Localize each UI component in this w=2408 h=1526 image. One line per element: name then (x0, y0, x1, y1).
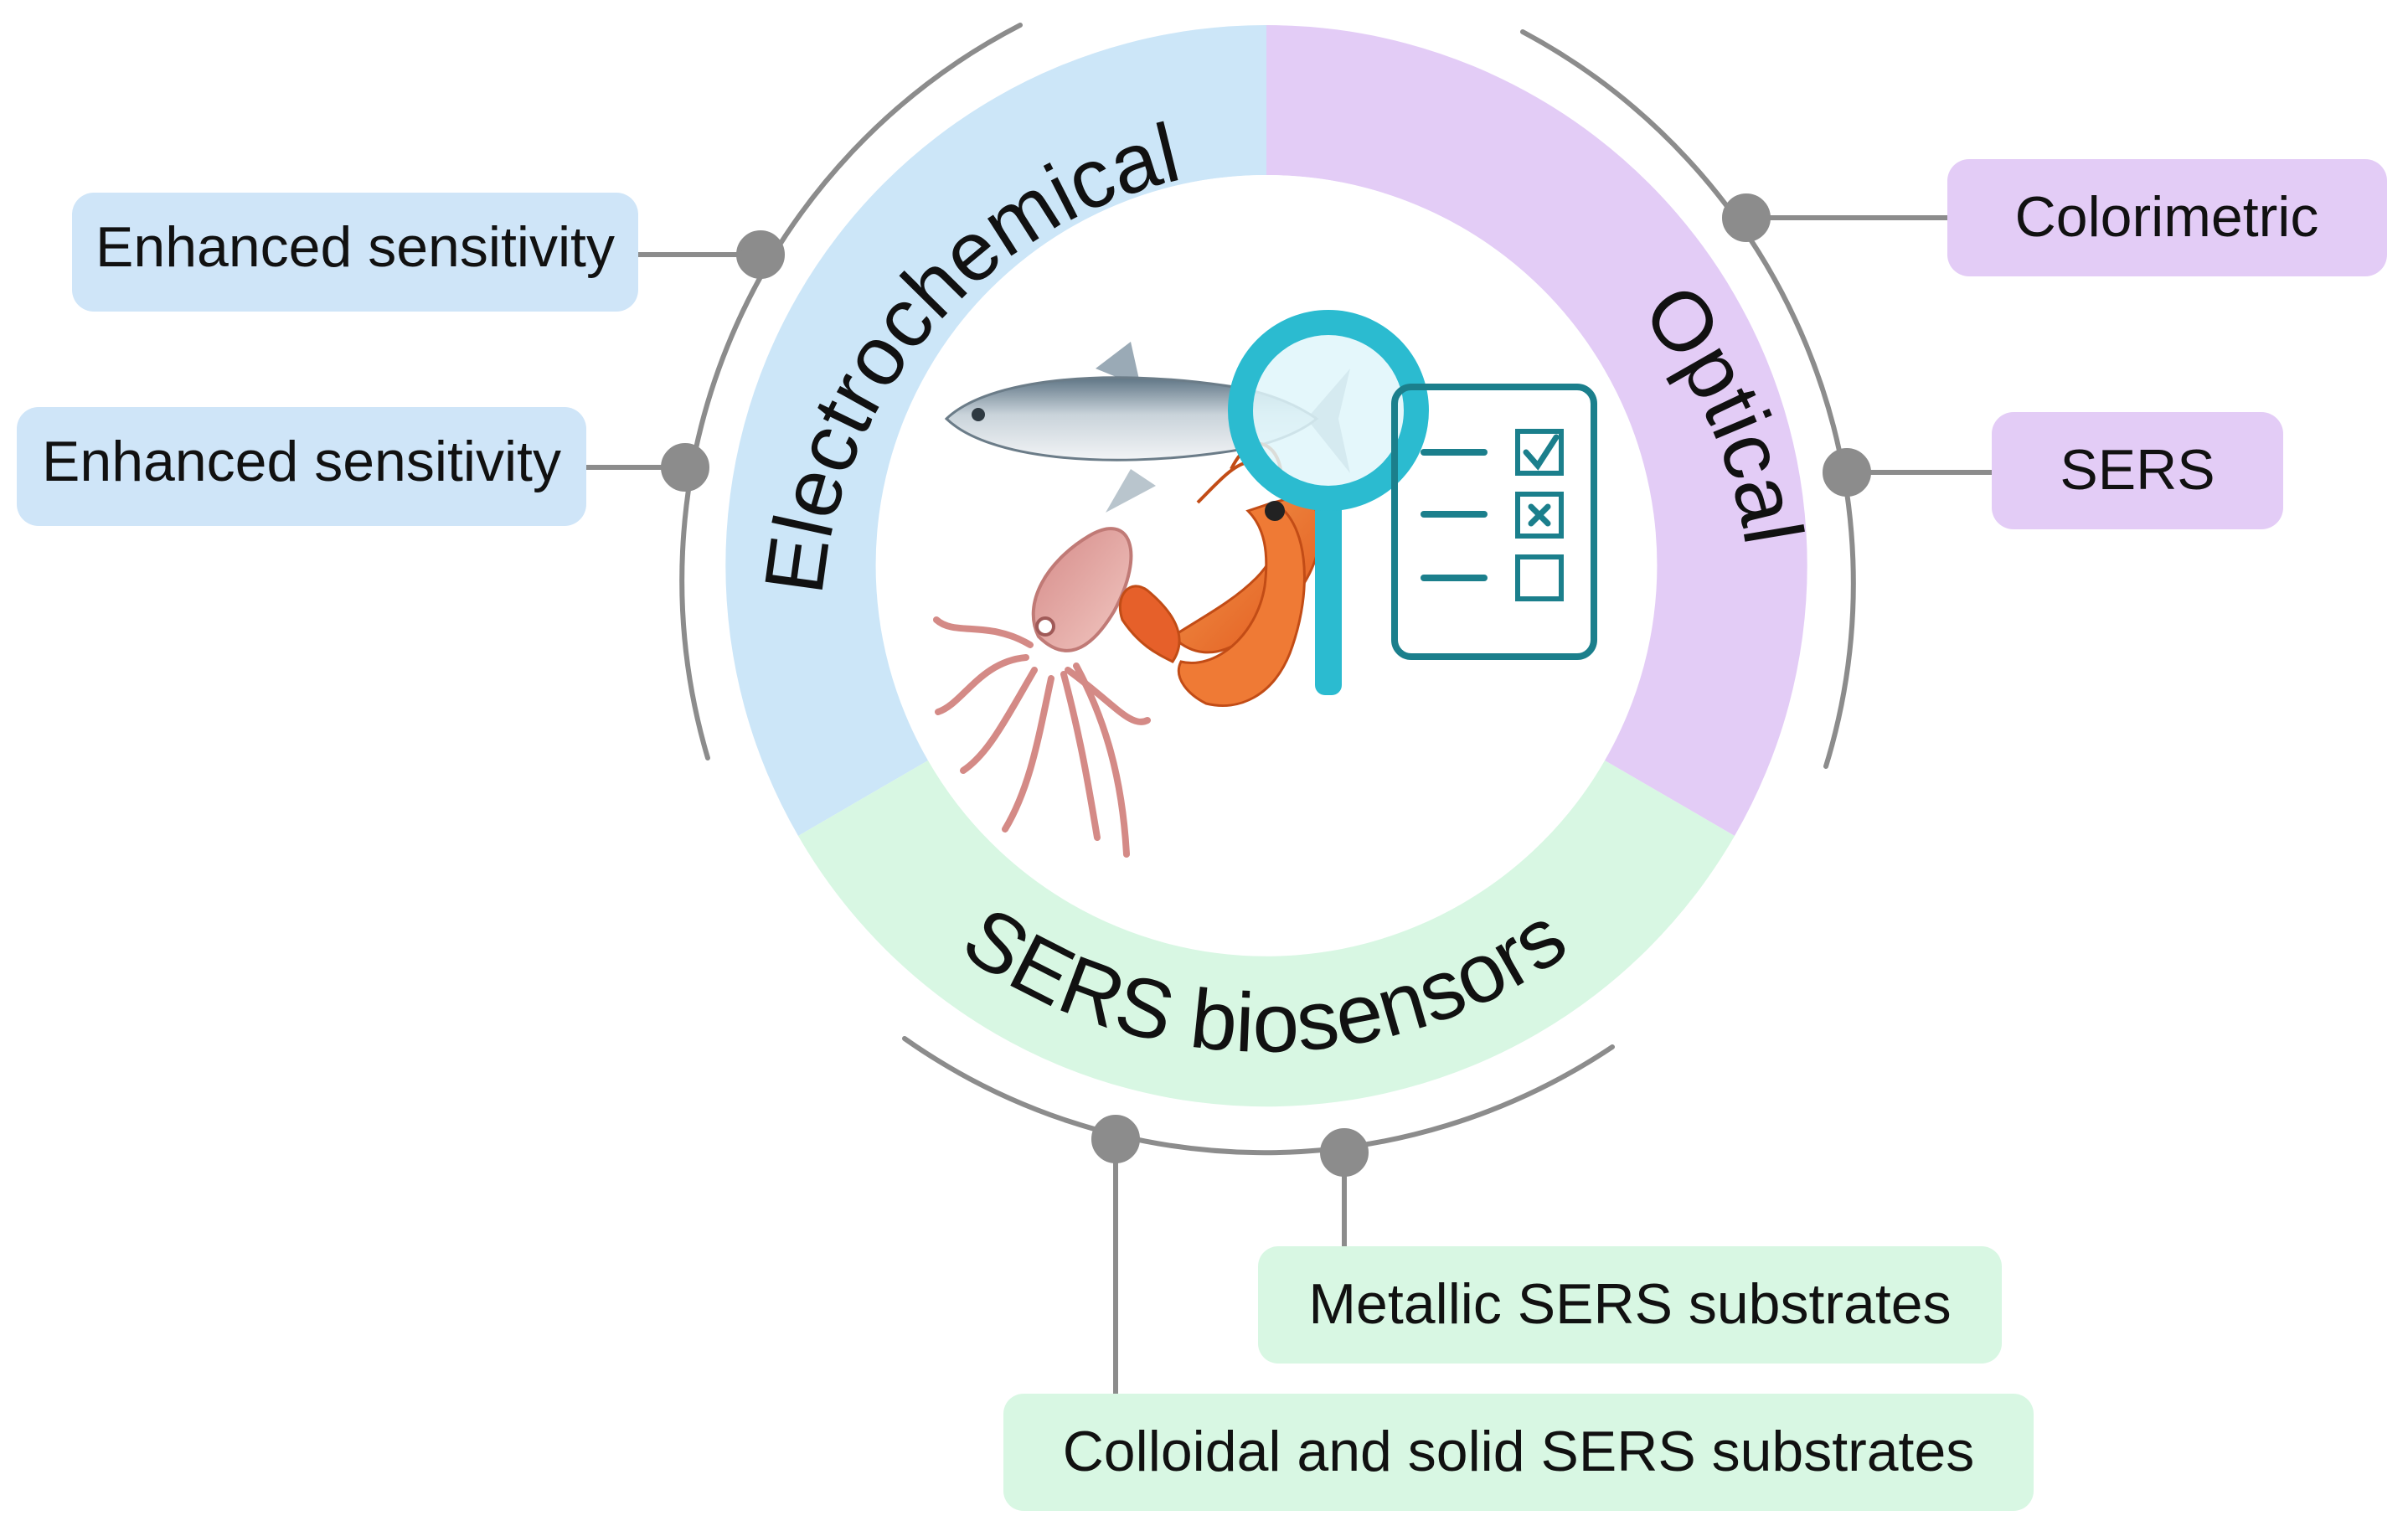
ring-segment-sers-biosensors (798, 760, 1735, 1107)
tag-label: Colorimetric (2015, 185, 2319, 249)
connectors (586, 193, 1992, 1394)
tag-metallic-sers-substrates: Metallic SERS substrates (1258, 1246, 2002, 1364)
checkbox-checked (1515, 429, 1564, 476)
tag-label: Enhanced sensitivity (42, 430, 561, 493)
connector-node (1091, 1115, 1140, 1163)
checkbox-empty (1515, 554, 1564, 601)
outer-arcs (679, 23, 1856, 1156)
ring-segment-optical (1266, 24, 1807, 836)
center-illustration (933, 310, 1597, 858)
connector-node (1722, 193, 1771, 242)
tag-colloidal-solid-sers-substrates: Colloidal and solid SERS substrates (1003, 1394, 2034, 1511)
connector-node (1320, 1128, 1369, 1177)
connector-node (661, 443, 709, 492)
tag-enhanced-sensitivity-1: Enhanced sensitivity (72, 193, 638, 312)
tag-label: Colloidal and solid SERS substrates (1063, 1420, 1975, 1483)
connector-node (736, 230, 785, 279)
tag-label: Enhanced sensitivity (95, 215, 615, 279)
ring-segment-electrochemical (725, 24, 1266, 836)
connector-node (1823, 448, 1871, 497)
checklist-icon (1391, 384, 1597, 660)
check-mark-icon (1523, 434, 1560, 471)
tag-sers: SERS (1992, 412, 2283, 529)
cross-mark-icon (1528, 503, 1551, 527)
outer-arc-left (679, 23, 1023, 760)
tag-label: SERS (2060, 438, 2215, 502)
tag-colorimetric: Colorimetric (1947, 159, 2387, 276)
magnifier-icon (1228, 310, 1429, 695)
checkbox-crossed (1515, 492, 1564, 539)
outer-arc-bottom (902, 1036, 1615, 1156)
tag-enhanced-sensitivity-2: Enhanced sensitivity (17, 407, 586, 526)
shrimp-icon (1118, 441, 1322, 707)
squid-icon (933, 527, 1151, 858)
outer-arc-right (1520, 29, 1856, 769)
tag-label: Metallic SERS substrates (1308, 1272, 1951, 1336)
